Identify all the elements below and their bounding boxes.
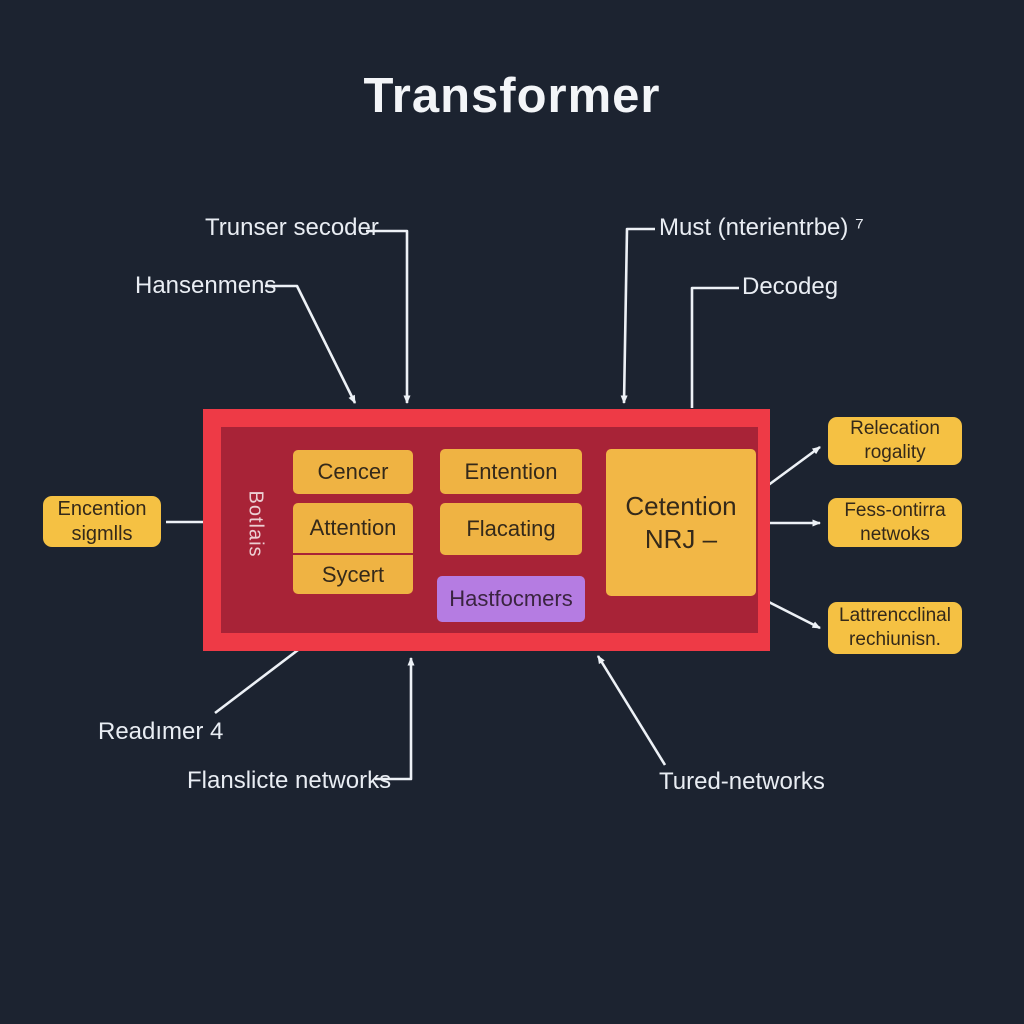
node-cetention-line2: NRJ – bbox=[644, 523, 718, 554]
node-attention: Attention bbox=[293, 503, 413, 553]
callout-flanslicte: Flanslicte networks bbox=[187, 767, 392, 794]
node-cencer: Cencer bbox=[293, 450, 413, 494]
wire-tured bbox=[596, 655, 667, 766]
label-lattrencclinal-line2: rechiunisn. bbox=[849, 629, 941, 650]
node-flacating: Flacating bbox=[440, 503, 582, 555]
label-relecation-line1: Relecation bbox=[850, 418, 940, 440]
wire-must bbox=[620, 227, 655, 404]
label-encention-line1: Encention bbox=[57, 497, 147, 520]
node-cetention-line1: Cetention bbox=[625, 491, 737, 521]
label-fess-line1: Fess-ontirra bbox=[844, 499, 946, 521]
callout-trunser-secoder: Trunser secoder bbox=[205, 214, 379, 241]
wire-decodeg bbox=[690, 286, 739, 408]
wire-relecation bbox=[756, 445, 821, 494]
node-cetention: Cetention NRJ – bbox=[606, 449, 756, 596]
callout-hansenmens: Hansenmens bbox=[135, 272, 277, 299]
node-entention: Entention bbox=[440, 449, 582, 494]
wire-flanslicte bbox=[375, 657, 415, 781]
diagram-title: Transformer bbox=[363, 69, 661, 123]
node-hastfocmers: Hastfocmers bbox=[437, 576, 585, 622]
label-fess-line2: netwoks bbox=[860, 523, 930, 545]
wire-trunser-secoder bbox=[366, 229, 411, 404]
callout-tured: Tured-networks bbox=[659, 768, 825, 795]
label-relecation-line2: rogality bbox=[864, 442, 926, 463]
node-sycert: Sycert bbox=[293, 555, 413, 594]
label-relecation-rogality: Relecation rogality bbox=[828, 417, 962, 465]
callout-readimer: Readımer 4 bbox=[98, 718, 224, 745]
vertical-label: Botlais bbox=[244, 490, 267, 558]
label-lattrencclinal-line1: Lattrencclinal bbox=[839, 605, 951, 627]
label-lattrencclinal-rechiunisn: Lattrencclinal rechiunisn. bbox=[828, 602, 962, 654]
label-encention-line2: sigmlls bbox=[71, 522, 133, 545]
label-fess-ontirra-netwoks: Fess-ontirra netwoks bbox=[828, 498, 962, 547]
wire-hansenmens bbox=[265, 284, 357, 404]
label-encention-sigmlls: Encention sigmlls bbox=[43, 496, 161, 547]
callout-decodeg: Decodeg bbox=[742, 273, 839, 300]
callout-must: Must (nterientrbe) ⁷ bbox=[659, 214, 864, 241]
